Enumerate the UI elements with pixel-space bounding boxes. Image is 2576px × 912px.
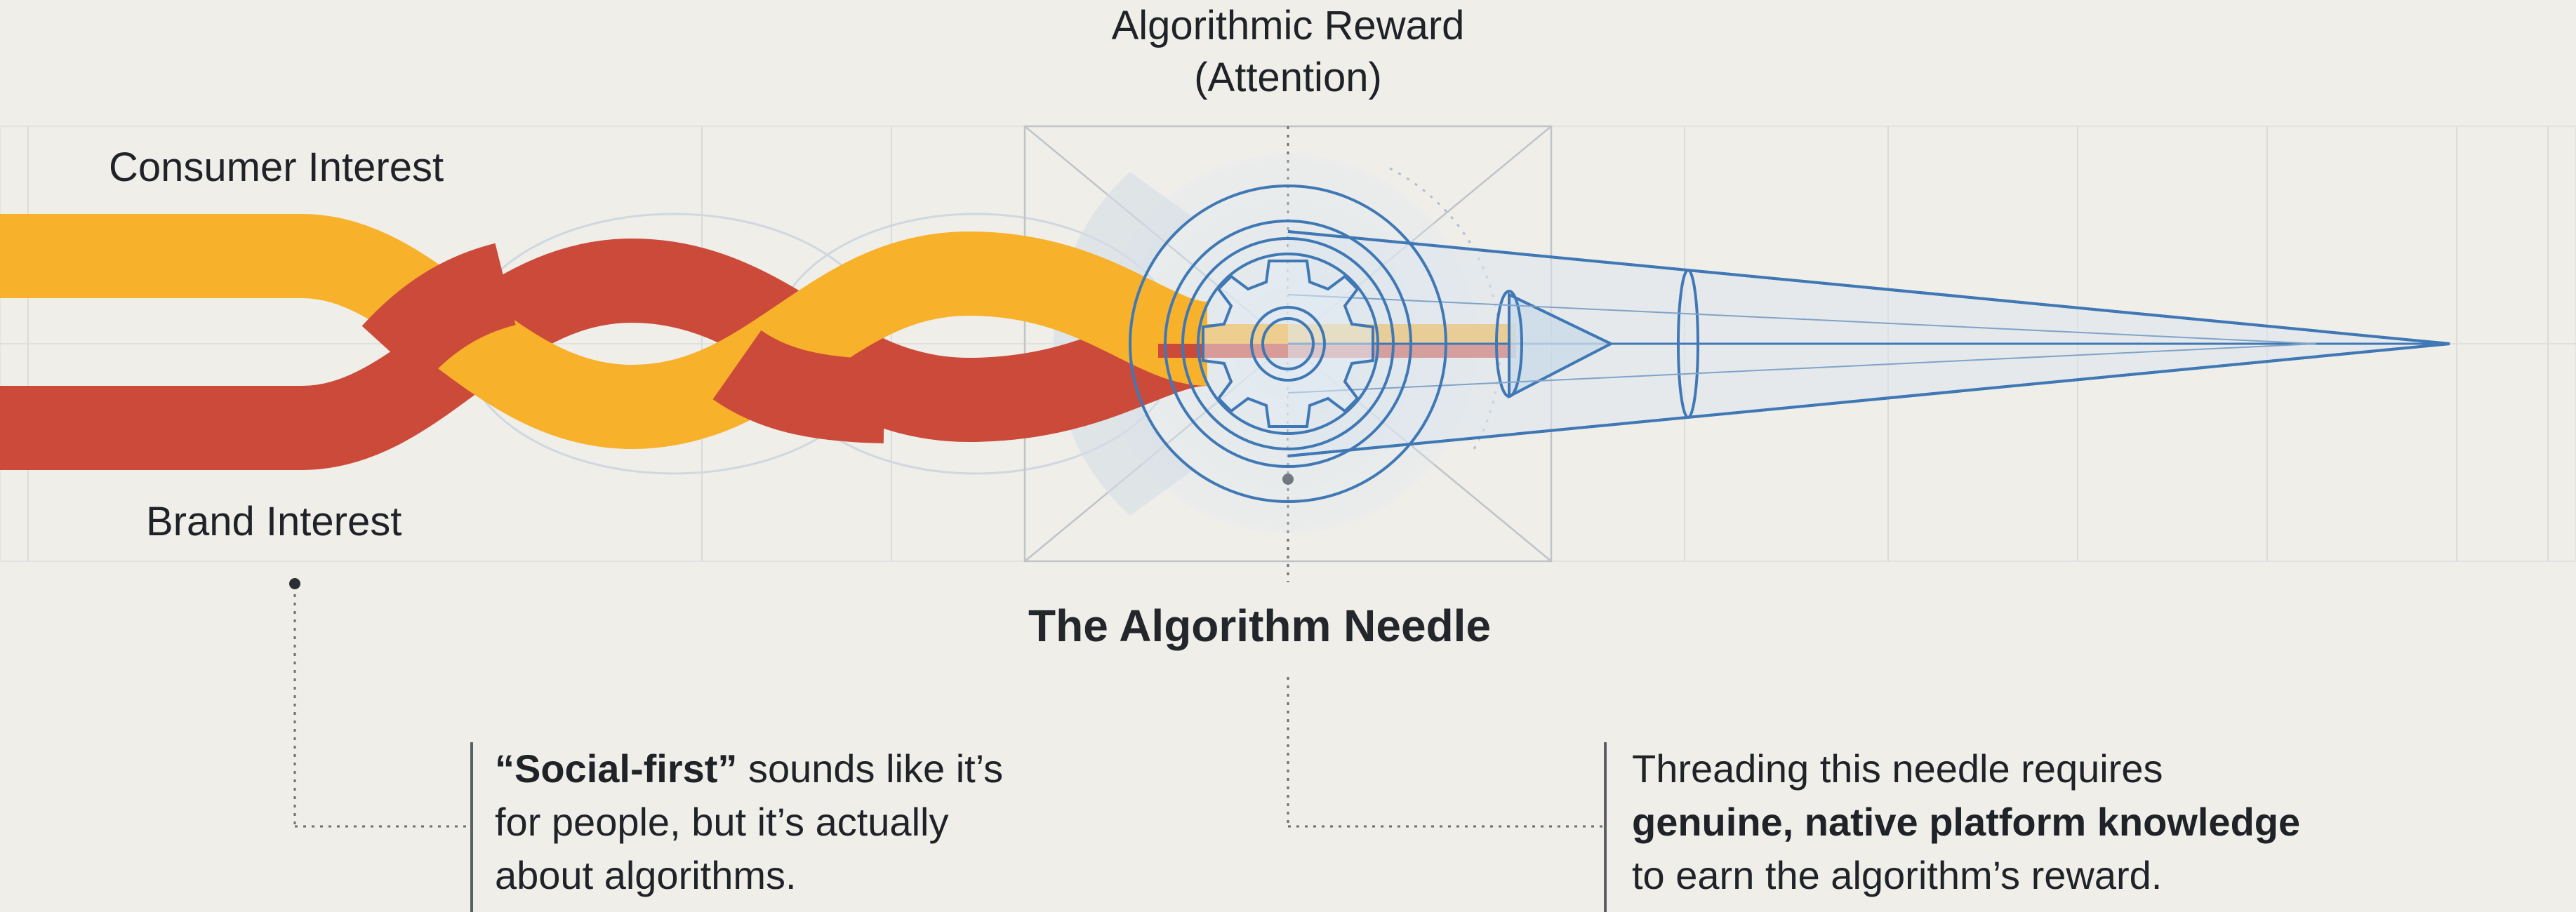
callout-right-bar [1604,742,1607,912]
callout-left-bar [470,742,473,912]
callout-left-line1: “Social-first” sounds like it’s [495,742,1127,796]
callout-left-line2: for people, but it’s actually [495,800,949,844]
needle-title: The Algorithm Needle [1028,601,1492,651]
callout-right-line2: genuine, native platform knowledge [1632,796,2474,849]
brand-interest-label: Brand Interest [146,499,402,544]
needle-icon [1287,230,2450,457]
algorithmic-reward-label: Algorithmic Reward (Attention) [972,0,1604,104]
algorithmic-reward-line1: Algorithmic Reward [1111,3,1465,48]
callout-right-line3: to earn the algorithm’s reward. [1632,853,2163,897]
callout-right-bold: genuine, native platform knowledge [1632,800,2301,844]
callout-threading-needle: Threading this needle requires genuine, … [1632,742,2474,902]
brand-interest-strand-overlap [361,243,886,443]
callout-left-bold: “Social-first” [495,746,738,791]
consumer-interest-label: Consumer Interest [109,145,444,190]
callout-right-line1: Threading this needle requires [1632,746,2163,791]
brand-anchor-dot [289,578,300,589]
gear-icon [1129,185,1447,503]
callout-left-line1-rest: sounds like it’s [737,746,1004,791]
algorithmic-reward-line2: (Attention) [1194,55,1382,100]
callout-left-line3: about algorithms. [495,853,797,897]
callout-social-first: “Social-first” sounds like it’s for peop… [495,742,1127,902]
